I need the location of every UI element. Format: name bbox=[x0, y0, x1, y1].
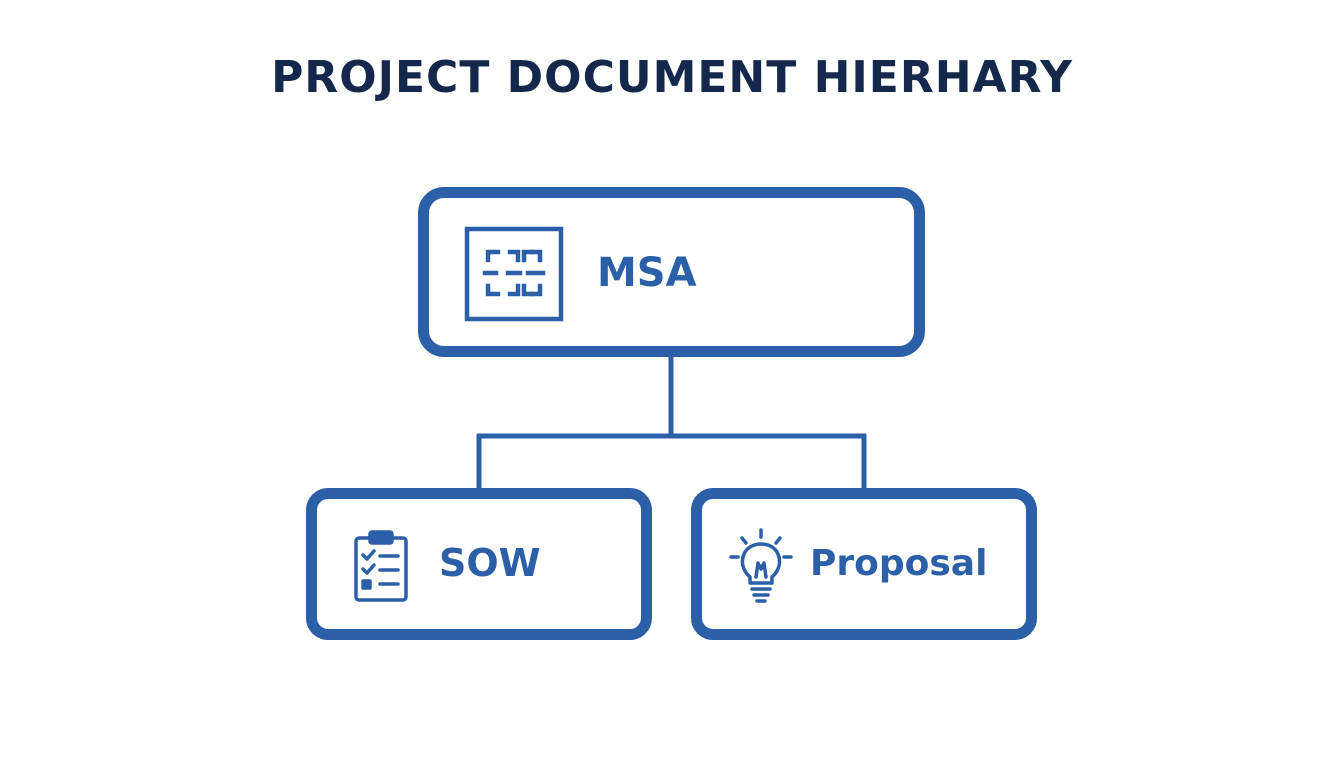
lightbulb-icon bbox=[729, 528, 793, 603]
clipboard-checklist-icon bbox=[354, 530, 408, 602]
diagram-title: PROJECT DOCUMENT HIERHARY bbox=[271, 52, 1073, 103]
node-sow: SOW bbox=[306, 488, 652, 640]
node-proposal-label: Proposal bbox=[810, 543, 988, 584]
document-frame-icon bbox=[464, 226, 564, 322]
node-sow-label: SOW bbox=[439, 541, 541, 585]
node-msa-label: MSA bbox=[597, 250, 697, 296]
node-proposal: Proposal bbox=[691, 488, 1037, 640]
node-msa: MSA bbox=[418, 187, 925, 357]
